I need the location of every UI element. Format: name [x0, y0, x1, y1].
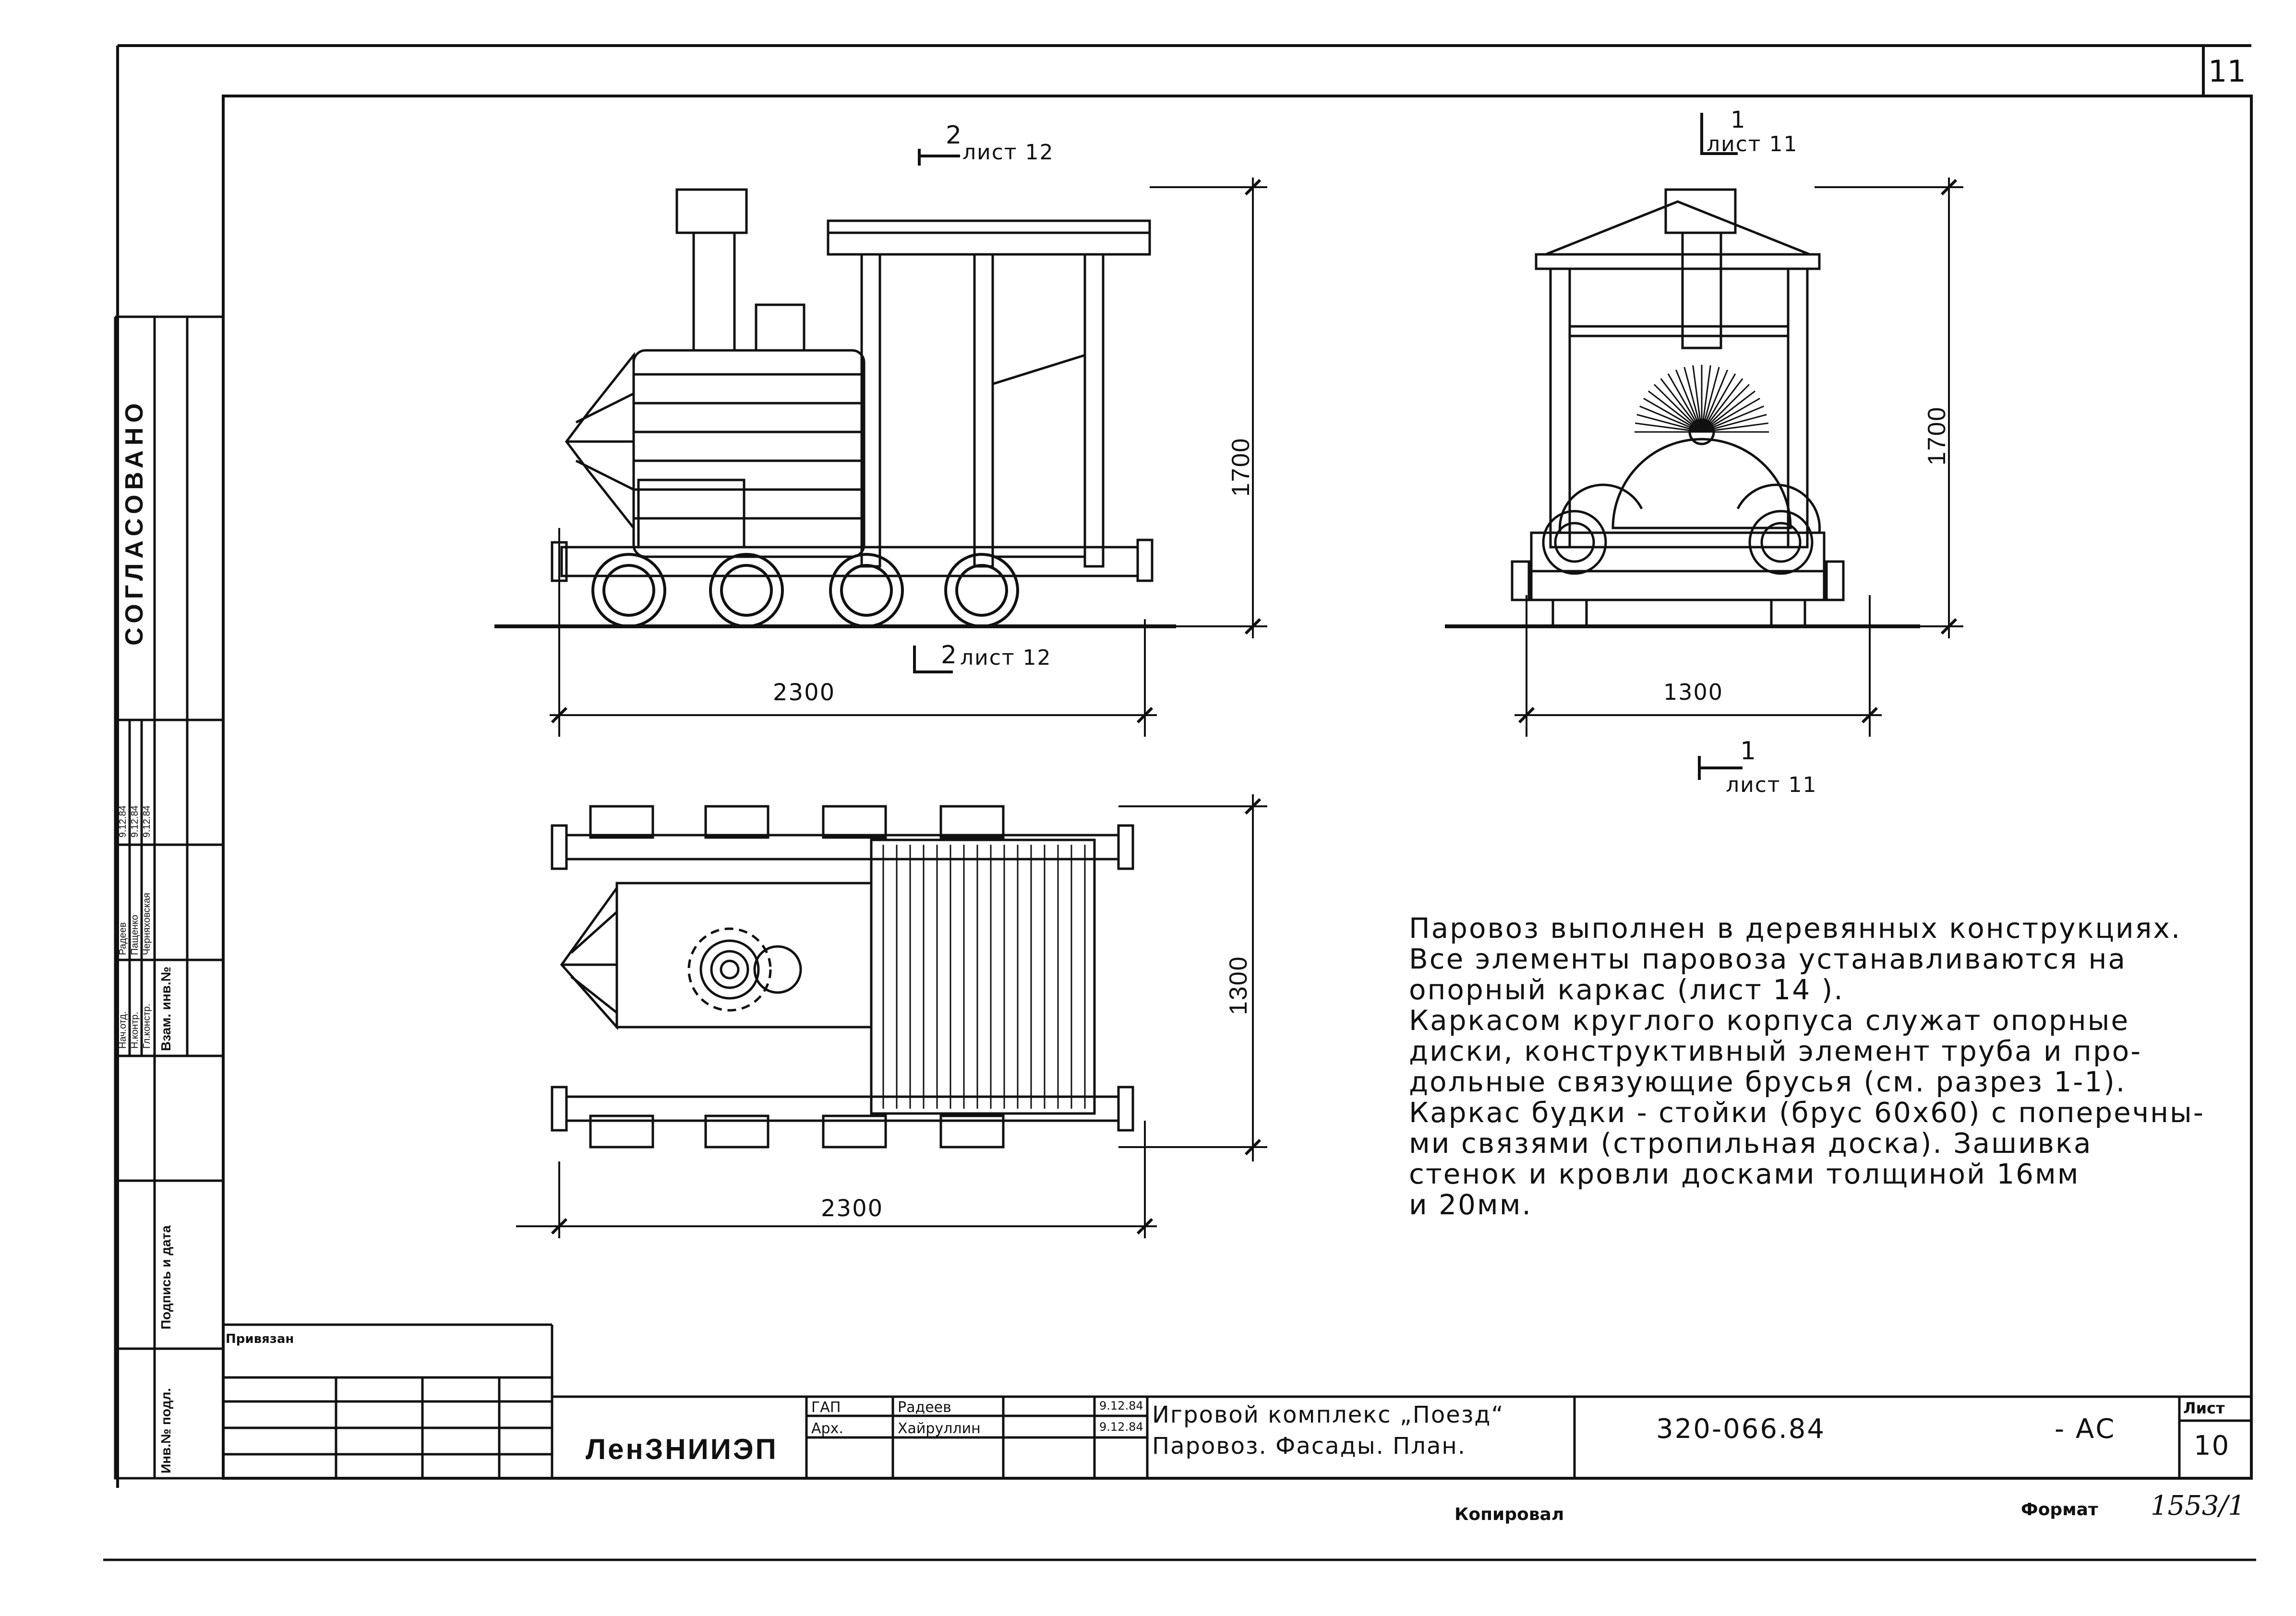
role-date: 9.12.84: [1099, 1420, 1143, 1434]
role-name: Радеев: [898, 1399, 951, 1416]
front-view-dimensions: [1515, 113, 1963, 780]
front-section-mark-top-number: 1: [1731, 107, 1746, 133]
sheet-number: 10: [2194, 1430, 2230, 1461]
note-line: стенок и кровли досками толщиной 16мм: [1409, 1158, 2080, 1190]
replacement-inventory-label: Взам. инв.№: [158, 967, 173, 1051]
wheel: [829, 553, 904, 628]
disc-spoke: [1701, 422, 1768, 433]
wheel: [591, 553, 666, 628]
construction-notes: Паровоз выполнен в деревянных конструкци…: [1409, 912, 2235, 1229]
sheet-label: Лист: [2183, 1399, 2225, 1417]
note-line: Каркасом круглого корпуса служат опорные: [1409, 1004, 2130, 1037]
role-title: Арх.: [811, 1420, 843, 1437]
disc-spoke: [1701, 390, 1756, 433]
title-line-2: Паровоз. Фасады. План.: [1152, 1433, 1467, 1460]
front-width-dimension: 1300: [1663, 679, 1724, 705]
locomotive-side-view: [494, 188, 1176, 628]
sheet-frame: [103, 44, 2256, 1561]
agreed-label: СОГЛАСОВАНО: [120, 398, 148, 646]
original-inventory-label: Инв.№ подл.: [158, 1388, 173, 1473]
disc-spoke: [1675, 370, 1703, 432]
disc-spoke: [1701, 397, 1760, 433]
approval-date: 9.12.84: [118, 805, 128, 838]
disc-spoke: [1701, 414, 1767, 433]
plan-view-dimensions: [516, 794, 1267, 1238]
side-section-mark-bottom-text: лист 12: [960, 646, 1052, 670]
note-line: и 20мм.: [1409, 1188, 1532, 1221]
note-line: Паровоз выполнен в деревянных конструкци…: [1409, 912, 2182, 945]
signature-date-label: Подпись и дата: [158, 1225, 173, 1329]
approval-role: Гл.констр.: [142, 1004, 152, 1049]
wheel-hub: [840, 564, 893, 617]
note-line: диски, конструктивный элемент труба и пр…: [1409, 1035, 2142, 1067]
side-section-mark-top-number: 2: [946, 121, 963, 150]
wheel-hub: [720, 564, 773, 617]
approval-role: Нач.отд.: [118, 1011, 128, 1049]
note-line: Все элементы паровоза устанавливаются на: [1409, 943, 2127, 975]
side-section-mark-top-text: лист 12: [962, 140, 1054, 165]
plan-width-dimension: 1300: [1225, 956, 1252, 1015]
disc-spoke: [1701, 365, 1711, 432]
wheel-hub: [602, 564, 655, 617]
copied-label: Копировал: [1455, 1505, 1564, 1524]
note-line: Каркас будки - стойки (брус 60х60) с поп…: [1409, 1096, 2205, 1129]
role-name: Хайруллин: [898, 1420, 981, 1437]
organization-name: ЛенЗНИИЭП: [586, 1433, 778, 1465]
disc-spoke: [1667, 373, 1703, 432]
disc-spoke: [1701, 383, 1750, 433]
approval-date: 9.12.84: [142, 805, 152, 838]
format-label: Формат: [2021, 1500, 2098, 1520]
disc-spoke: [1701, 370, 1728, 432]
disc-spoke: [1701, 378, 1743, 432]
disc-spoke: [1636, 414, 1702, 433]
side-height-dimension: 1700: [1227, 437, 1255, 497]
corner-sheet-number: 11: [2208, 54, 2246, 89]
disc-spoke: [1635, 422, 1702, 433]
disc-spoke: [1701, 406, 1764, 433]
role-date: 9.12.84: [1099, 1399, 1143, 1413]
disc-spoke: [1643, 397, 1702, 433]
front-section-mark-bottom-text: лист 11: [1726, 773, 1817, 797]
front-section-mark-top-text: лист 11: [1707, 132, 1798, 156]
front-height-dimension: 1700: [1923, 406, 1951, 466]
note-line: ми связями (стропильная доска). Зашивка: [1409, 1127, 2092, 1160]
disc-spoke: [1701, 373, 1736, 432]
left-strip-grid: [114, 315, 223, 1480]
side-view-dimensions: [550, 149, 1267, 737]
disc-spoke: [1683, 367, 1703, 432]
front-section-mark-bottom-number: 1: [1740, 737, 1757, 766]
wheel: [944, 553, 1019, 628]
approval-role: Н.контр.: [130, 1012, 140, 1049]
plan-length-dimension: 2300: [821, 1195, 884, 1222]
front-view-disc-spokes: [1635, 365, 1769, 433]
disc-spoke: [1653, 383, 1703, 433]
side-length-dimension: 2300: [773, 679, 836, 706]
role-title: ГАП: [811, 1399, 841, 1416]
side-section-mark-bottom-number: 2: [941, 641, 958, 670]
wheel: [709, 553, 784, 628]
attached-label: Привязан: [226, 1332, 294, 1346]
locomotive-plan-view: [551, 805, 1134, 1149]
approval-name: Пащенко: [130, 915, 140, 955]
document-mark: - АС: [2055, 1413, 2116, 1445]
title-line-1: Игровой комплекс „Поезд“: [1152, 1401, 1504, 1428]
disc-spoke: [1692, 365, 1703, 432]
plan-view-cab-boards: [882, 845, 1086, 1109]
document-code: 320-066.84: [1656, 1413, 1826, 1445]
disc-spoke: [1660, 378, 1703, 432]
approval-name: Радеев: [118, 922, 128, 955]
title-block-grid: [223, 1323, 2251, 1478]
disc-spoke: [1647, 390, 1702, 433]
disc-spoke: [1639, 406, 1702, 433]
approval-name: Черняховская: [142, 893, 152, 955]
note-line: опорный каркас (лист 14 ).: [1409, 973, 1844, 1006]
note-line: дольные связующие брусья (см. разрез 1-1…: [1409, 1065, 2127, 1098]
disc-spoke: [1701, 367, 1720, 432]
wheel-hub: [955, 564, 1008, 617]
approval-date: 9.12.84: [130, 805, 140, 838]
locomotive-front-view: [1445, 188, 1920, 628]
format-value: 1553/1: [2151, 1490, 2246, 1521]
side-view-wheels: [591, 553, 1019, 628]
